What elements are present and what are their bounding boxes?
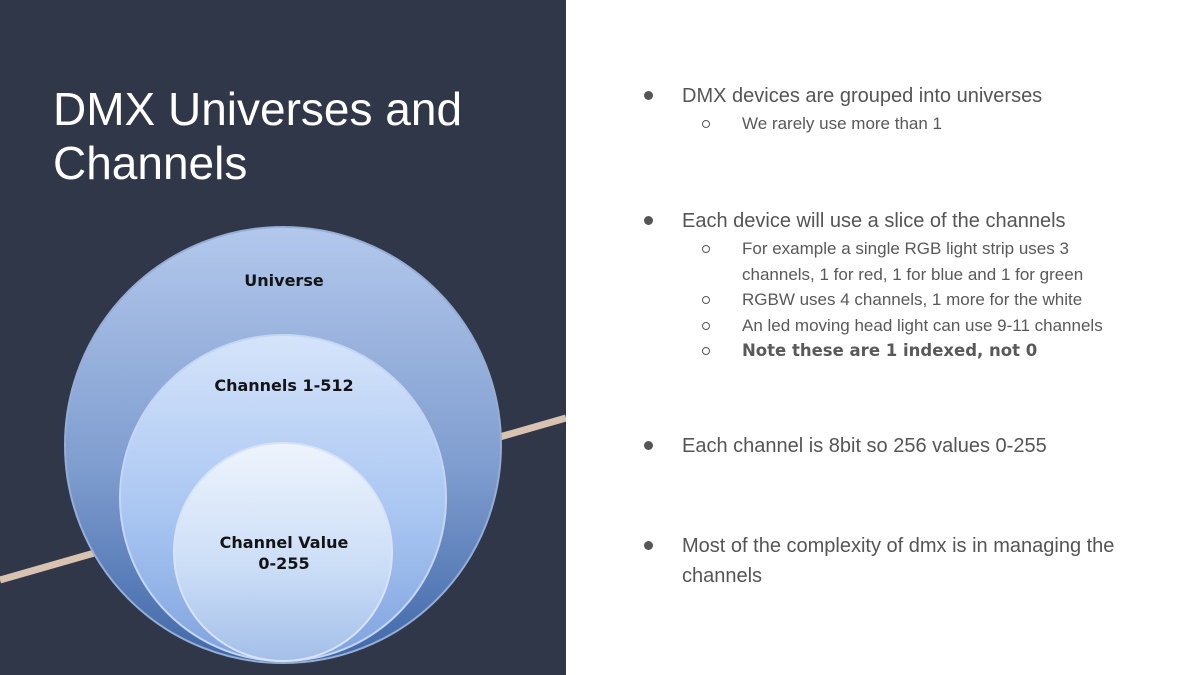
sub-bullet-text: An led moving head light can use 9-11 ch…	[742, 315, 1103, 335]
sub-bullet-item: Note these are 1 indexed, not 0	[566, 338, 1142, 364]
channel-value-label-line-1: Channel Value	[219, 533, 349, 552]
bullet-dot-icon	[644, 91, 653, 100]
bullet-dot-icon	[644, 541, 653, 550]
channel-value-label: Channel Value 0-255	[184, 532, 384, 574]
right-panel: DMX devices are grouped into universes W…	[566, 0, 1200, 675]
title-line-2: Channels	[53, 137, 248, 189]
bullet-item: DMX devices are grouped into universes	[566, 81, 1127, 111]
left-panel: DMX Universes and Channels Universe	[0, 0, 566, 675]
sub-bullet-ring-icon	[702, 245, 710, 253]
sub-bullet-item: RGBW uses 4 channels, 1 more for the whi…	[566, 287, 1142, 313]
bullet-item: Each channel is 8bit so 256 values 0-255	[566, 431, 1127, 461]
sub-bullet-text: Note these are 1 indexed, not 0	[742, 341, 1038, 360]
universe-label: Universe	[244, 271, 324, 290]
sub-bullet-ring-icon	[702, 347, 710, 355]
nested-circles-diagram	[64, 226, 502, 664]
bullet-dot-icon	[644, 441, 653, 450]
channel-value-circle	[173, 442, 393, 662]
sub-bullet-item: We rarely use more than 1	[566, 111, 1142, 137]
sub-bullet-item: An led moving head light can use 9-11 ch…	[566, 313, 1142, 339]
sub-bullet-text: For example a single RGB light strip use…	[742, 239, 1084, 284]
bullet-text: DMX devices are grouped into universes	[682, 85, 1043, 107]
sub-bullet-ring-icon	[702, 296, 710, 304]
sub-bullet-ring-icon	[702, 120, 710, 128]
sub-bullet-text: We rarely use more than 1	[742, 114, 942, 133]
bullet-text: Most of the complexity of dmx is in mana…	[682, 535, 1115, 587]
slide-title: DMX Universes and Channels	[53, 82, 533, 190]
bullet-item: Most of the complexity of dmx is in mana…	[566, 531, 1127, 591]
channel-value-label-line-2: 0-255	[258, 554, 310, 573]
channels-label: Channels 1-512	[214, 376, 354, 395]
bullet-text: Each device will use a slice of the chan…	[682, 210, 1066, 232]
bullet-item: Each device will use a slice of the chan…	[566, 206, 1127, 236]
bullet-group: Each device will use a slice of the chan…	[566, 206, 1200, 364]
sub-bullet-text: RGBW uses 4 channels, 1 more for the whi…	[742, 290, 1083, 309]
sub-bullet-ring-icon	[702, 321, 710, 330]
title-line-1: DMX Universes and	[53, 83, 463, 135]
bullet-text: Each channel is 8bit so 256 values 0-255	[682, 435, 1047, 457]
bullet-group: Each channel is 8bit so 256 values 0-255	[566, 431, 1200, 461]
sub-bullet-item: For example a single RGB light strip use…	[566, 236, 1142, 287]
bullet-group: Most of the complexity of dmx is in mana…	[566, 531, 1200, 591]
bullet-dot-icon	[644, 216, 653, 225]
bullet-group: DMX devices are grouped into universes W…	[566, 81, 1200, 137]
